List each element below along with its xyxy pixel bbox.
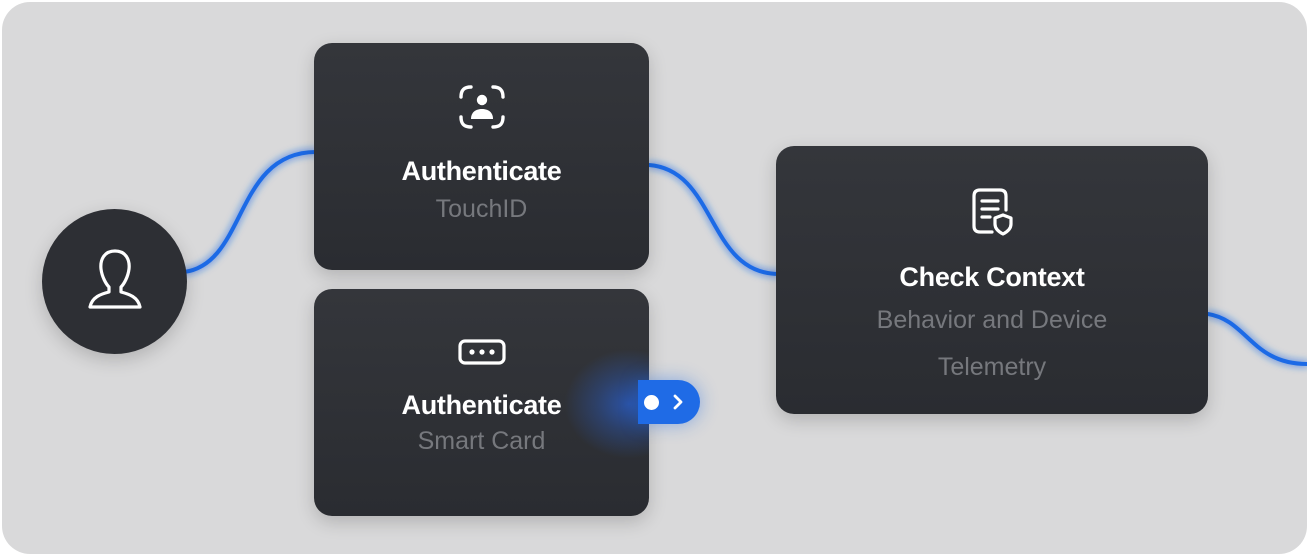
connector-user-to-touchid [182, 150, 318, 274]
connector-touchid-to-context [647, 163, 781, 276]
document-shield-icon [970, 186, 1014, 238]
connector-context-to-next [1206, 312, 1307, 366]
authenticate-smartcard-card[interactable]: Authenticate Smart Card [314, 289, 649, 516]
face-scan-icon [457, 83, 507, 131]
node-subtitle: Smart Card [417, 427, 546, 455]
node-subtitle-line1: Behavior and Device [876, 306, 1108, 334]
user-icon [86, 247, 144, 316]
node-title: Check Context [899, 262, 1085, 292]
check-context-card[interactable]: Check Context Behavior and Device Teleme… [776, 146, 1208, 414]
status-dot [644, 394, 659, 410]
next-step-button[interactable] [638, 380, 700, 424]
user-node[interactable] [42, 209, 187, 354]
node-subtitle-line2: Telemetry [937, 353, 1047, 381]
node-title: Authenticate [401, 390, 562, 420]
password-field-icon [457, 337, 506, 367]
chevron-right-icon [672, 394, 684, 410]
node-title: Authenticate [401, 156, 562, 186]
active-glow [564, 349, 649, 459]
node-subtitle: TouchID [435, 195, 528, 223]
authenticate-touchid-card[interactable]: Authenticate TouchID [314, 43, 649, 270]
